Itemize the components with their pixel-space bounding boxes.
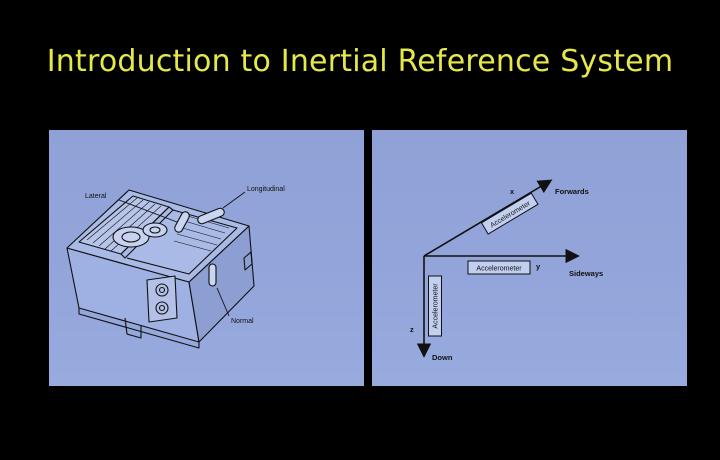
- normal-accelerometer: [208, 263, 217, 287]
- longitudinal-accelerometer: [197, 207, 225, 225]
- axes-drawing: Accelerometer Accelerometer Acceleromete…: [410, 179, 603, 362]
- irs-unit-diagram-panel: Lateral Longitudinal Normal: [49, 130, 364, 386]
- accelerometer-y-label: Accelerometer: [476, 266, 522, 273]
- gyro-disc-2: [142, 222, 168, 238]
- normal-label: Normal: [231, 318, 254, 325]
- x-axis-name: Forwards: [555, 187, 589, 196]
- y-axis-letter: y: [536, 262, 541, 271]
- lateral-leader-line: [118, 199, 178, 223]
- normal-leader-line: [216, 287, 230, 317]
- longitudinal-label: Longitudinal: [247, 186, 285, 193]
- accelerometer-y: Accelerometer: [467, 260, 531, 275]
- accelerometer-axes-panel: Accelerometer Accelerometer Acceleromete…: [372, 130, 687, 386]
- lateral-label: Lateral: [85, 193, 107, 200]
- x-axis-letter: x: [510, 187, 515, 196]
- front-module: [146, 275, 178, 323]
- gyro-disc-1: [112, 226, 150, 248]
- x-axis-forwards: [423, 179, 553, 257]
- z-axis-letter: z: [410, 325, 414, 334]
- accelerometer-x: Accelerometer: [480, 192, 539, 235]
- longitudinal-leader-line: [222, 191, 246, 209]
- accelerometer-z: Accelerometer: [428, 275, 442, 337]
- accelerometer-z-label: Accelerometer: [433, 283, 440, 329]
- slide-title: Introduction to Inertial Reference Syste…: [46, 44, 674, 79]
- z-axis-name: Down: [432, 353, 453, 362]
- irs-unit-drawing: Lateral Longitudinal Normal: [66, 186, 285, 349]
- lateral-accelerometer: [174, 211, 190, 233]
- y-axis-name: Sideways: [569, 269, 603, 278]
